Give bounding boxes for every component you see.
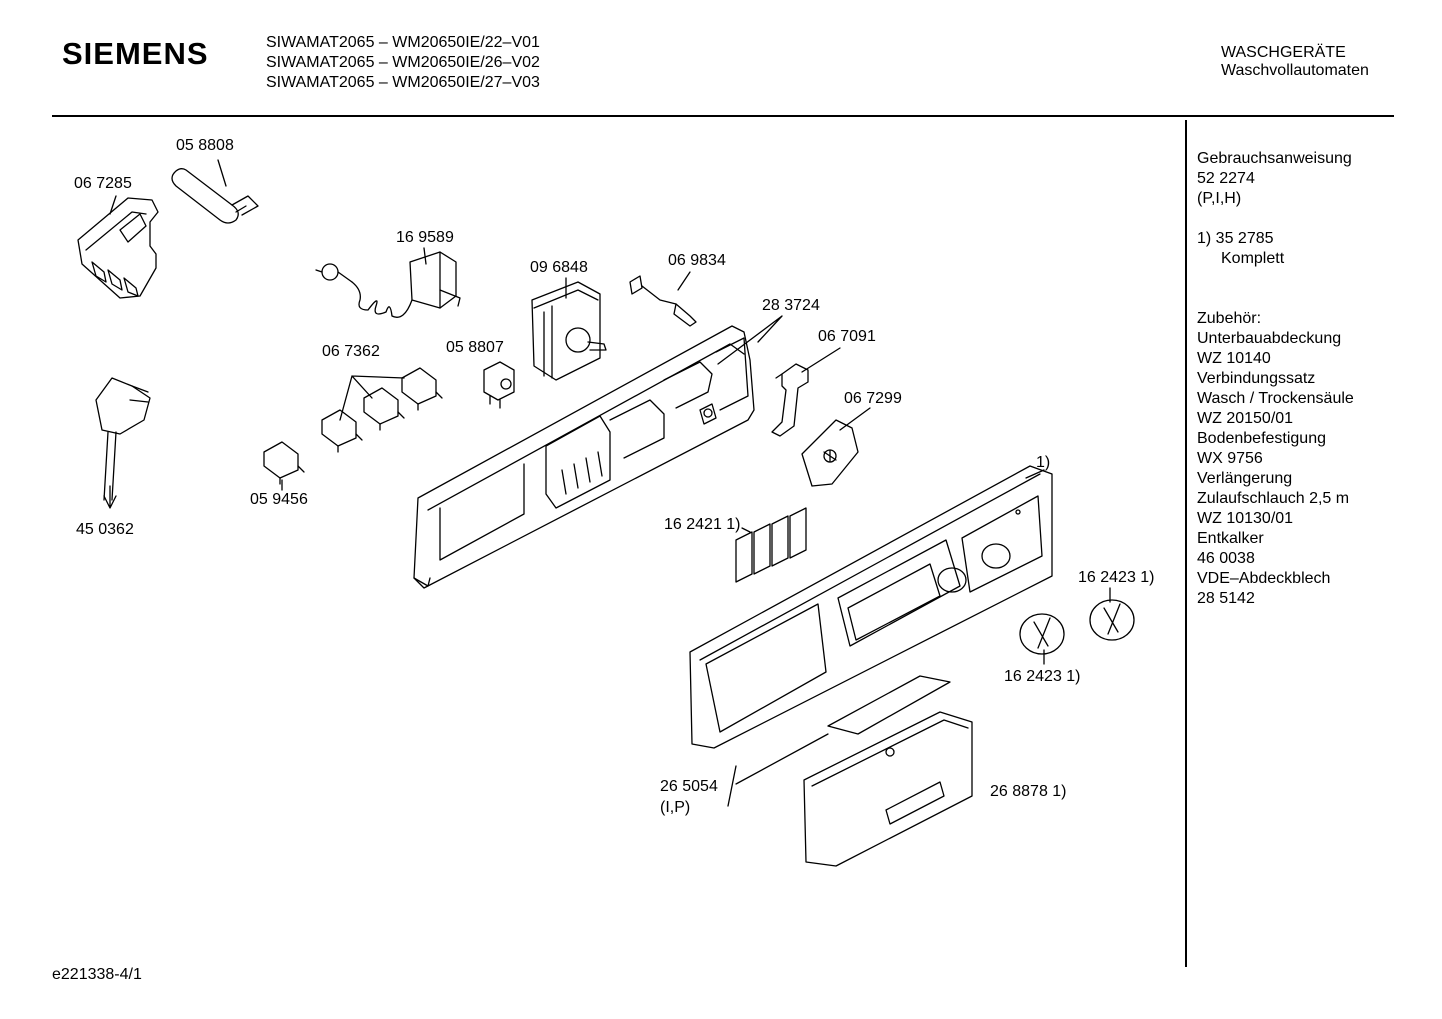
accessory-item: Verlängerung — [1197, 470, 1293, 487]
accessory-item: 46 0038 — [1197, 550, 1255, 567]
part-label: 16 2423 1) — [1078, 569, 1155, 586]
accessory-item: Wasch / Trockensäule — [1197, 390, 1354, 407]
part-label: 05 8807 — [446, 339, 504, 356]
note-number: 1) 35 2785 — [1197, 230, 1274, 247]
manual-label: Gebrauchsanweisung — [1197, 150, 1352, 167]
part-label: 09 6848 — [530, 259, 588, 276]
part-label: 06 9834 — [668, 252, 726, 269]
model-line: SIWAMAT2065 – WM20650IE/22–V01 — [266, 34, 540, 51]
bracket-part — [772, 364, 808, 436]
part-label: 28 3724 — [762, 297, 820, 314]
sidebar-divider — [1185, 120, 1187, 967]
accessory-item: WZ 10130/01 — [1197, 510, 1294, 527]
accessory-item: WZ 20150/01 — [1197, 410, 1294, 427]
accessory-item: WZ 10140 — [1197, 350, 1271, 367]
part-label: 05 8808 — [176, 137, 234, 154]
manual-langs: (P,I,H) — [1197, 190, 1242, 207]
accessory-item: Zulaufschlauch 2,5 m — [1197, 490, 1350, 507]
category-title: WASCHGERÄTE — [1221, 44, 1346, 61]
detergent-drawer-part — [804, 712, 972, 866]
part-label: 1) — [1036, 454, 1051, 471]
accessory-item: Bodenbefestigung — [1197, 430, 1326, 447]
part-label: 16 2423 1) — [1004, 668, 1081, 685]
ntc-sensor-part — [630, 276, 696, 326]
accessory-item: Entkalker — [1197, 530, 1264, 547]
part-label: 16 2421 1) — [664, 516, 741, 533]
accessory-item: Unterbauabdeckung — [1197, 330, 1342, 347]
note-text: Komplett — [1221, 250, 1285, 267]
part-label: 06 7285 — [74, 175, 132, 192]
fascia-panel-part — [690, 466, 1052, 748]
terminal-block-part — [78, 198, 158, 298]
accessories-title: Zubehör: — [1197, 310, 1262, 327]
model-line: SIWAMAT2065 – WM20650IE/27–V03 — [266, 74, 540, 91]
model-list: SIWAMAT2065 – WM20650IE/22–V01 SIWAMAT20… — [266, 33, 540, 93]
part-label: 16 9589 — [396, 229, 454, 246]
part-label: 26 8878 1) — [990, 783, 1067, 800]
accessory-item: WX 9756 — [1197, 450, 1263, 467]
push-buttons-part — [736, 508, 806, 582]
part-label: 26 5054 — [660, 778, 718, 795]
potentiometer-part — [484, 362, 514, 408]
part-label: 06 7299 — [844, 390, 902, 407]
switch-part — [322, 368, 442, 452]
model-line: SIWAMAT2065 – WM20650IE/26–V02 — [266, 54, 540, 71]
mains-plug-part — [96, 378, 150, 508]
brand-logo: SIEMENS — [62, 36, 209, 71]
control-carrier-part — [414, 326, 754, 588]
switch-small-part — [264, 442, 304, 484]
part-label: 05 9456 — [250, 491, 308, 508]
accessory-item: 28 5142 — [1197, 590, 1255, 607]
accessory-item: Verbindungssatz — [1197, 370, 1316, 387]
part-label: 06 7091 — [818, 328, 876, 345]
header-divider — [52, 115, 1394, 117]
manual-number: 52 2274 — [1197, 170, 1255, 187]
sidebar: Gebrauchsanweisung 52 2274 (P,I,H) 1) 35… — [1197, 149, 1354, 609]
thermostat-part — [316, 252, 460, 317]
category-subtitle: Waschvollautomaten — [1221, 62, 1369, 79]
knob-part — [1020, 600, 1134, 654]
leader-lines — [110, 160, 1110, 664]
knob-carrier-part — [802, 420, 858, 486]
part-label: 45 0362 — [76, 521, 134, 538]
drawing-code: e221338-4/1 — [52, 966, 142, 983]
part-label: (I,P) — [660, 799, 691, 816]
cover-strip-part — [728, 676, 950, 806]
capacitor-part — [172, 169, 258, 223]
part-label: 06 7362 — [322, 343, 380, 360]
programme-timer-part — [532, 282, 606, 380]
category-block: WASCHGERÄTE Waschvollautomaten — [1221, 44, 1369, 80]
accessory-item: VDE–Abdeckblech — [1197, 570, 1331, 587]
